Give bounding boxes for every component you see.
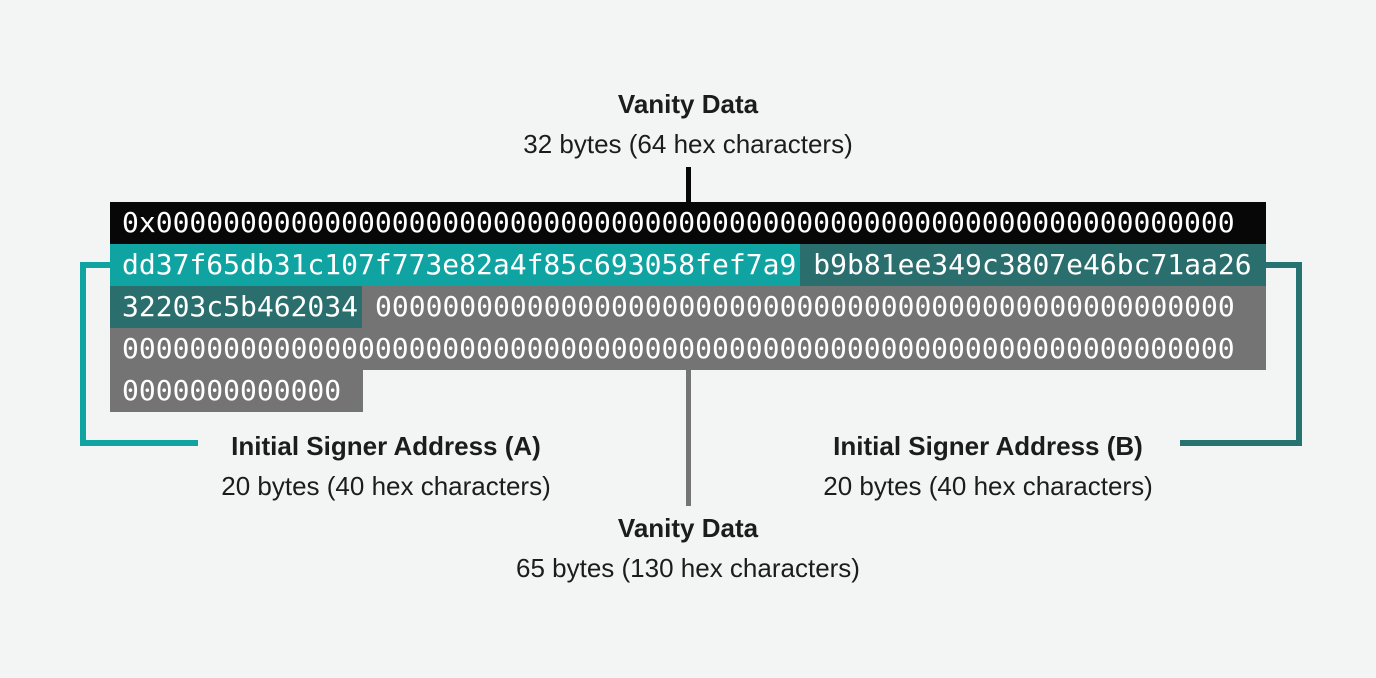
signer-a-subtitle: 20 bytes (40 hex characters) <box>221 471 551 501</box>
hex-row-zeros-full: 0000000000000000000000000000000000000000… <box>110 328 1266 370</box>
signer-b-title: Initial Signer Address (B) <box>833 431 1143 461</box>
signer-b-label-block: Initial Signer Address (B) 20 bytes (40 … <box>778 426 1198 506</box>
bottom-vanity-subtitle: 65 bytes (130 hex characters) <box>516 553 860 583</box>
top-connector-line <box>686 167 691 203</box>
signer-b-bracket-vertical <box>1296 262 1302 446</box>
signer-b-bracket-top <box>1266 262 1302 268</box>
signer-b-segment-part1: b9b81ee349c3807e46bc71aa26 <box>800 244 1266 286</box>
vanity-prefix-segment: 0x00000000000000000000000000000000000000… <box>110 202 1266 244</box>
bottom-vanity-title: Vanity Data <box>617 513 759 543</box>
signer-a-bracket-vertical <box>80 262 86 446</box>
hex-row-signers-2: 32203c5b462034 0000000000000000000000000… <box>110 286 1266 328</box>
signer-a-title: Initial Signer Address (A) <box>231 431 541 461</box>
hex-bars: 0x00000000000000000000000000000000000000… <box>110 202 1266 412</box>
top-vanity-title: Vanity Data <box>617 89 759 119</box>
bottom-vanity-label-block: Vanity Data 65 bytes (130 hex characters… <box>438 508 938 588</box>
signer-b-segment-part2: 32203c5b462034 <box>110 286 363 328</box>
top-vanity-label-block: Vanity Data 32 bytes (64 hex characters) <box>438 84 938 164</box>
hex-row-vanity-prefix: 0x00000000000000000000000000000000000000… <box>110 202 1266 244</box>
signer-a-bracket-bottom <box>80 440 198 446</box>
signer-a-label-block: Initial Signer Address (A) 20 bytes (40 … <box>176 426 596 506</box>
vanity-zeros-row3: 0000000000000000000000000000000000000000… <box>362 286 1266 328</box>
signer-a-bracket-top <box>80 262 110 268</box>
hex-row-signers-1: dd37f65db31c107f773e82a4f85c693058fef7a9… <box>110 244 1266 286</box>
top-vanity-subtitle: 32 bytes (64 hex characters) <box>523 129 853 159</box>
hex-row-zeros-tail: 0000000000000 <box>110 370 1266 412</box>
signer-b-bracket-bottom <box>1180 440 1302 446</box>
signer-a-segment: dd37f65db31c107f773e82a4f85c693058fef7a9 <box>110 244 801 286</box>
vanity-zeros-row5: 0000000000000 <box>110 370 364 412</box>
vanity-zeros-row4: 0000000000000000000000000000000000000000… <box>110 328 1266 370</box>
vanity-data-connector-line <box>686 370 691 506</box>
signer-b-subtitle: 20 bytes (40 hex characters) <box>823 471 1153 501</box>
